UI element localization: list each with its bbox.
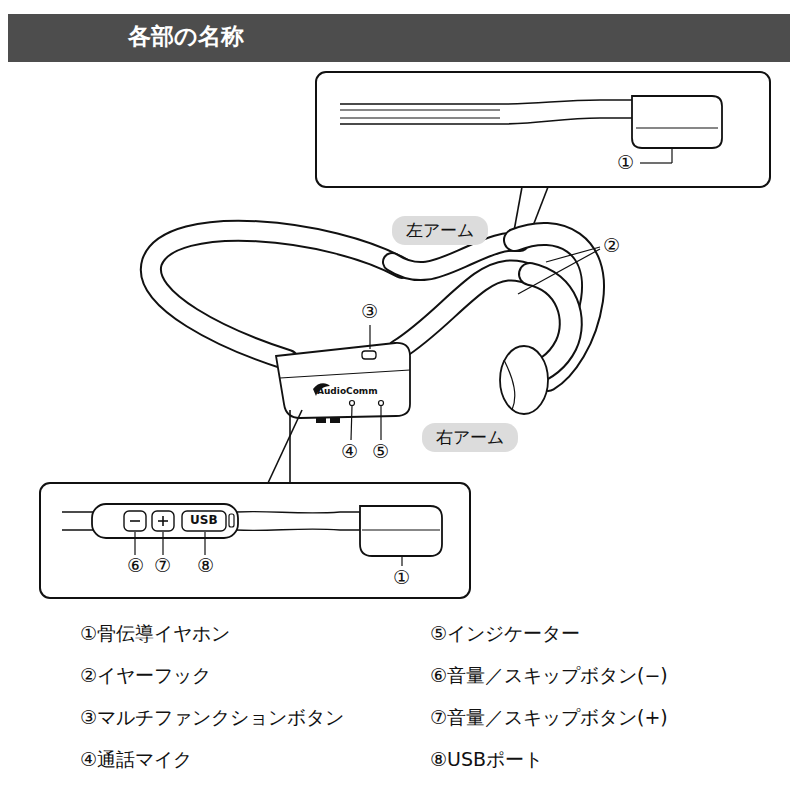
arm-label: 左アーム bbox=[406, 220, 474, 240]
arm-label: 右アーム bbox=[436, 427, 504, 447]
part-list-item: ③マルチファンクションボタン bbox=[80, 707, 344, 729]
arm-label-pill: 左アーム bbox=[392, 216, 488, 245]
callout-number: ⑥ bbox=[126, 555, 145, 577]
callout-number: ② bbox=[602, 235, 621, 257]
part-list-item: ①骨伝導イヤホン bbox=[80, 623, 230, 645]
callout-number: ④ bbox=[340, 441, 359, 463]
callout-number: ③ bbox=[360, 301, 379, 323]
title-bar bbox=[8, 14, 790, 62]
part-list-item: ⑦音量／スキップボタン(+) bbox=[430, 707, 668, 729]
callout-number: ⑤ bbox=[371, 441, 390, 463]
button-label: USB bbox=[189, 514, 219, 528]
title-text: 各部の名称 bbox=[128, 20, 244, 52]
callout-number: ⑦ bbox=[153, 555, 172, 577]
callout-number: ① bbox=[392, 567, 411, 589]
part-list-item: ⑧USBポート bbox=[430, 749, 543, 771]
part-list-item: ②イヤーフック bbox=[80, 665, 211, 687]
arm-label-pill: 右アーム bbox=[422, 423, 518, 452]
part-list-item: ⑤インジケーター bbox=[430, 623, 580, 645]
brand-logo: AudioComm bbox=[317, 386, 378, 396]
callout-number: ① bbox=[616, 152, 635, 174]
part-list-item: ④通話マイク bbox=[80, 749, 192, 771]
part-list-item: ⑥音量／スキップボタン(−) bbox=[430, 665, 668, 687]
callout-number: ⑧ bbox=[196, 555, 215, 577]
